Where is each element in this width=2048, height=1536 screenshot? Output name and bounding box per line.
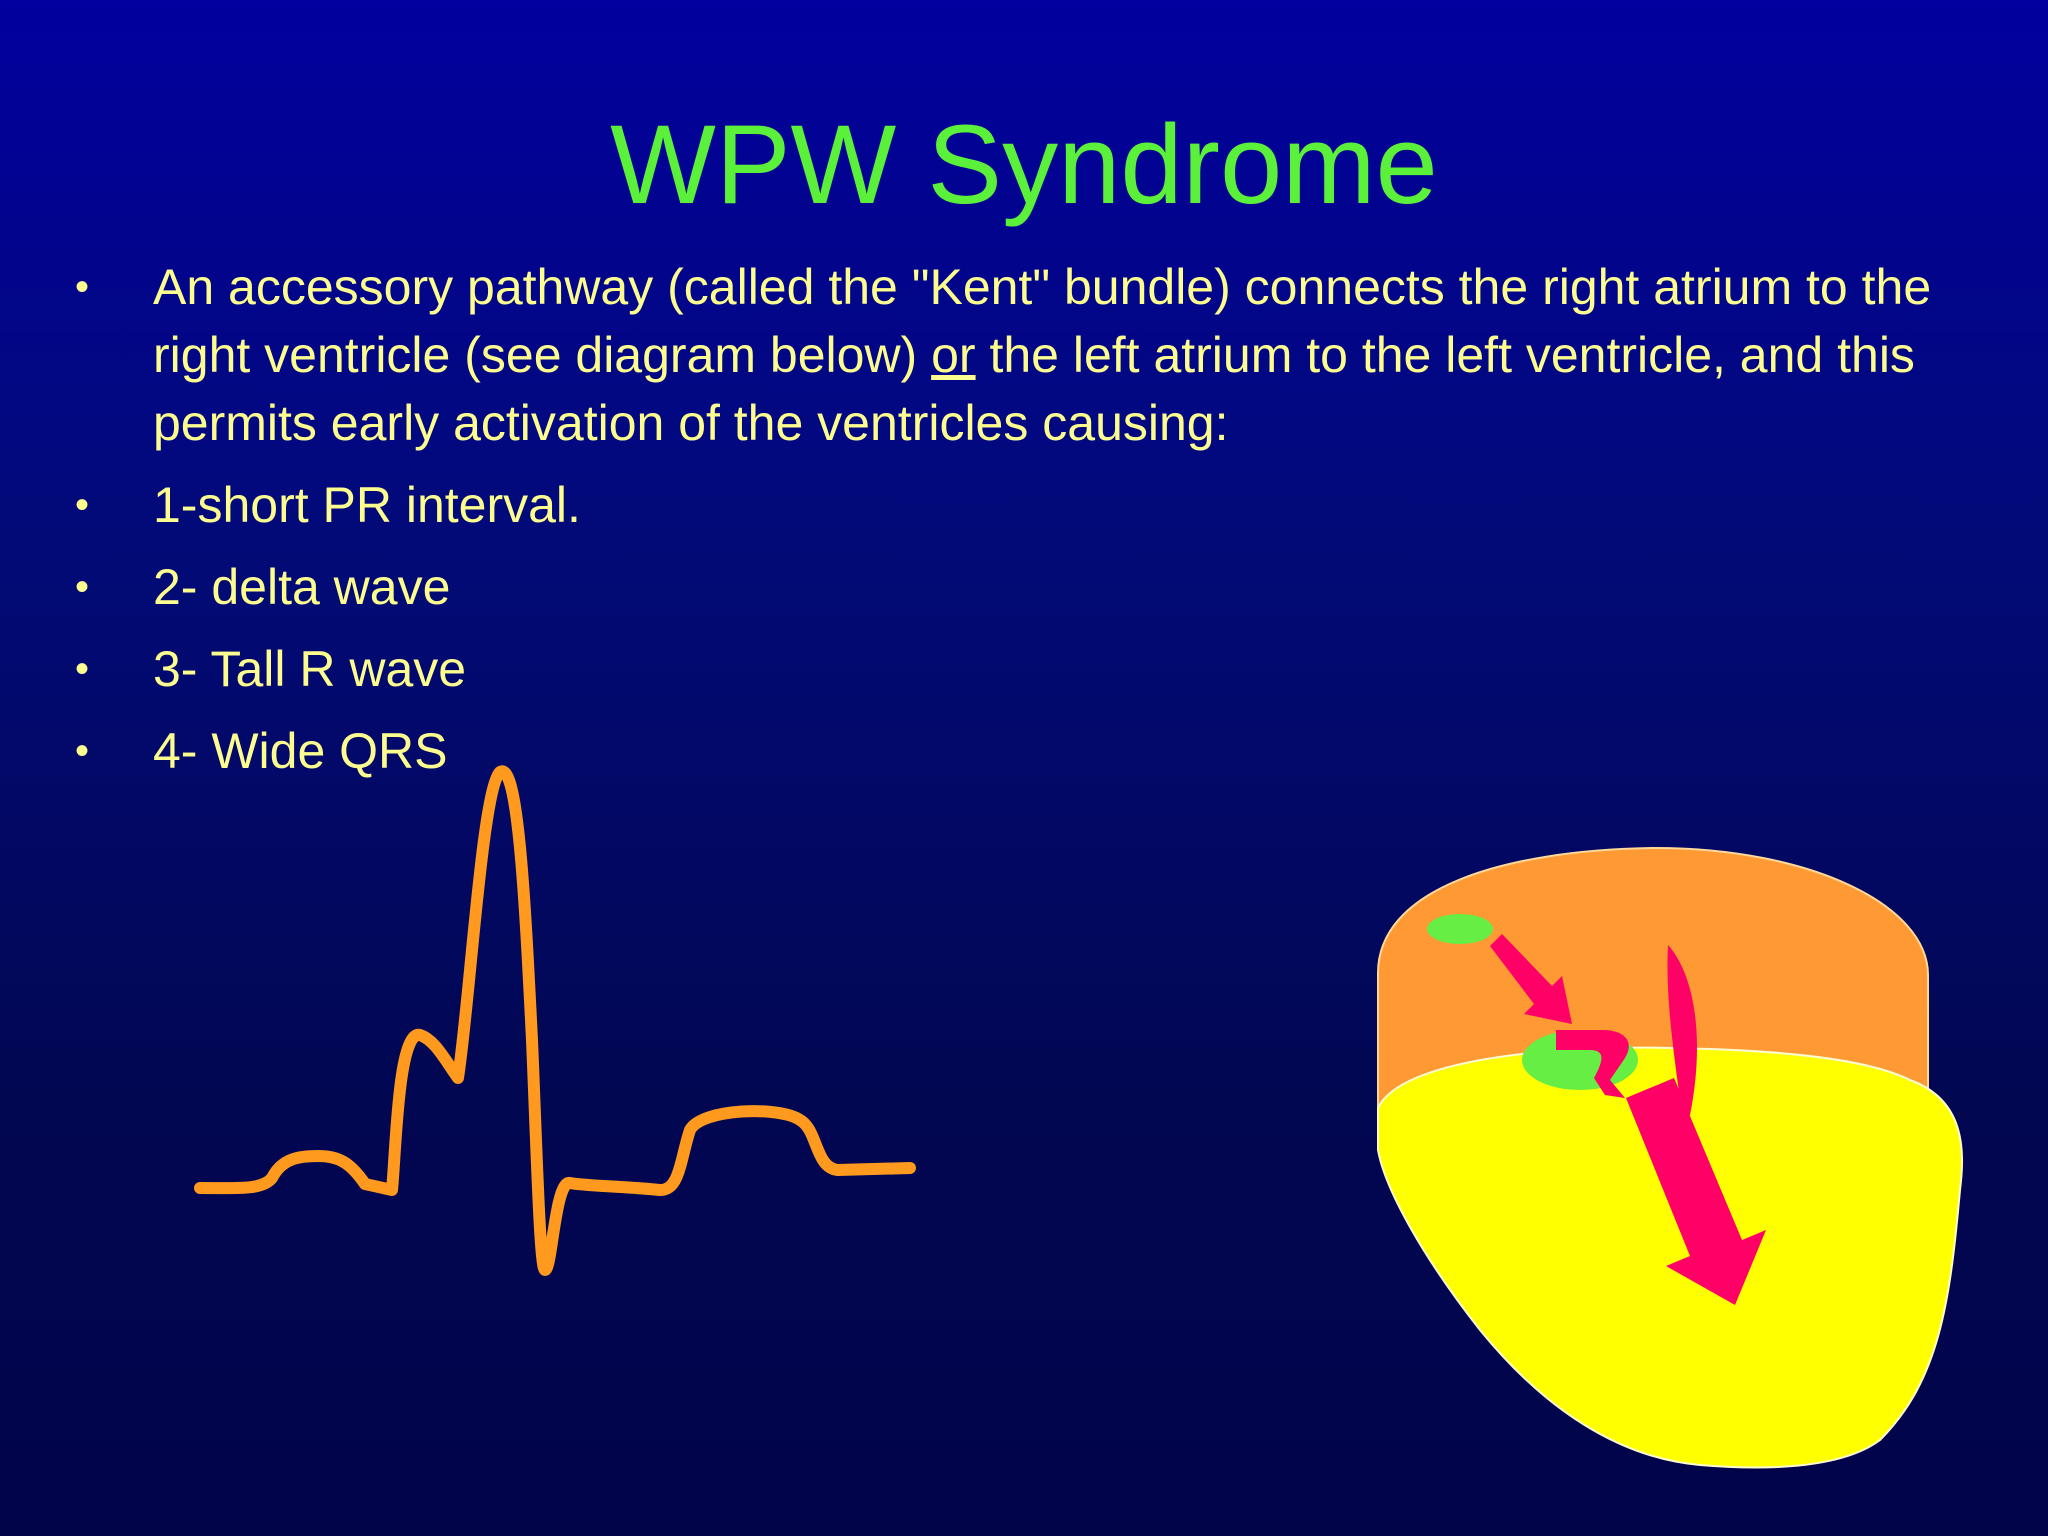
sa-to-av-arrow-icon: [1490, 934, 1572, 1024]
bullet-text: 4- Wide QRS: [153, 723, 448, 779]
sa-node-icon: [1427, 914, 1493, 944]
bullet-text: 3- Tall R wave: [153, 641, 467, 697]
ecg-waveform-icon: [194, 765, 916, 1276]
bullet-icon: •: [75, 565, 90, 609]
bullet-text-underlined: or: [931, 327, 976, 383]
bullet-wide-qrs: • 4- Wide QRS: [0, 717, 1973, 785]
bullet-text: 2- delta wave: [153, 559, 451, 615]
bullet-text-part-1: An accessory pathway (called the "Kent" …: [153, 259, 1932, 383]
bullet-icon: •: [75, 647, 90, 691]
heart-schematic-icon: [1377, 846, 1964, 1469]
accessory-pathway-arrow-icon: [1626, 1078, 1766, 1305]
bullet-delta-wave: • 2- delta wave: [0, 553, 1973, 621]
slide-title: WPW Syndrome: [610, 102, 1438, 227]
bullet-accessory-pathway: • An accessory pathway (called the "Kent"…: [0, 253, 1973, 457]
bullet-icon: •: [75, 729, 90, 773]
bullet-short-pr: • 1-short PR interval.: [0, 471, 1973, 539]
bullet-text: 1-short PR interval.: [153, 477, 581, 533]
atria-shape: [1377, 846, 1929, 1122]
bullet-icon: •: [75, 265, 90, 309]
kent-bundle-curve-icon: [1556, 1030, 1629, 1098]
bullet-text-part-3: the left atrium to the left ventricle, a…: [153, 327, 1915, 451]
bullet-icon: •: [75, 483, 90, 527]
bullet-list: • An accessory pathway (called the "Kent"…: [0, 253, 2048, 799]
bullet-tall-r-wave: • 3- Tall R wave: [0, 635, 1973, 703]
ecg-trace: [194, 765, 916, 1276]
ventricles-shape: [1377, 1046, 1964, 1469]
bundle-branch-icon: [1667, 945, 1697, 1115]
